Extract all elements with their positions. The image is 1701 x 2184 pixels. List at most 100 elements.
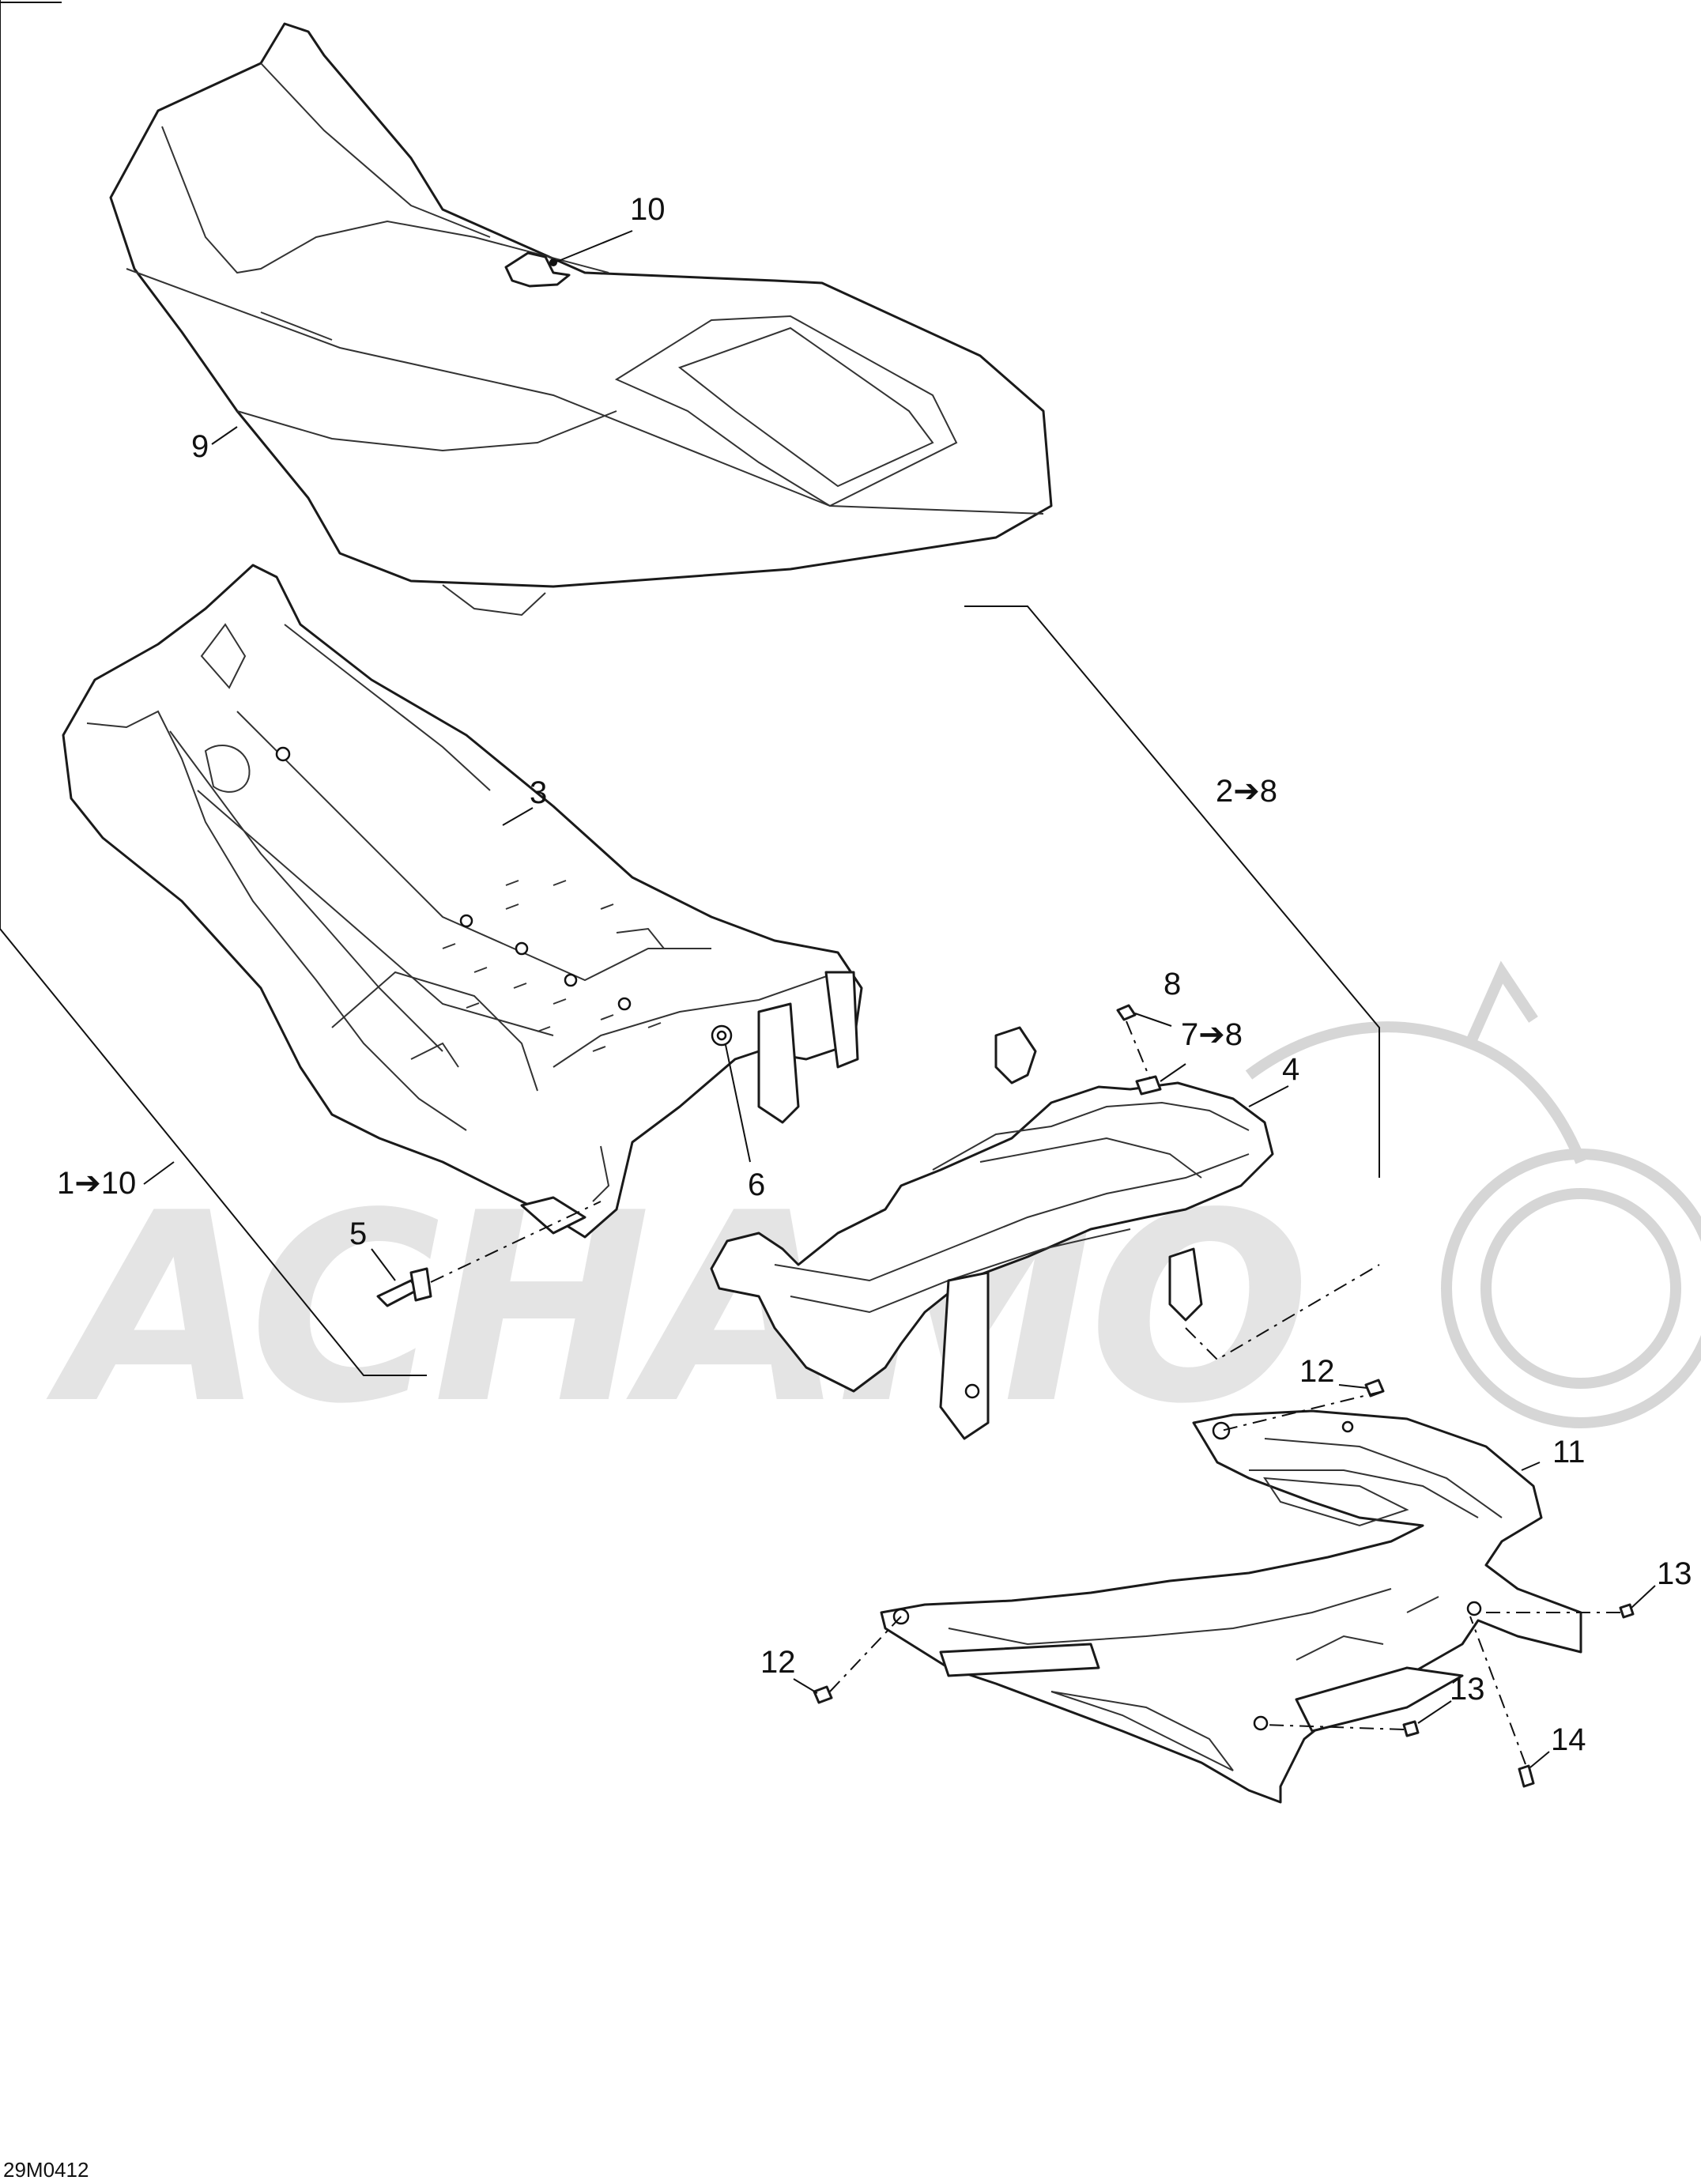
base-left-channel bbox=[169, 730, 443, 1052]
screw-14 bbox=[1469, 1616, 1535, 1788]
cover-lower-rib bbox=[948, 1588, 1392, 1646]
cover-ribs bbox=[1296, 1596, 1439, 1661]
nut-body bbox=[1116, 1004, 1137, 1021]
leader-13-right bbox=[1631, 1585, 1656, 1609]
watermark-wheel-inner bbox=[1480, 1188, 1681, 1389]
bracket-line-1 bbox=[0, 928, 427, 1376]
callout-3: 3 bbox=[530, 775, 547, 810]
handle-part-4 bbox=[710, 1026, 1380, 1440]
leader-7 bbox=[1160, 1063, 1186, 1082]
leader-4 bbox=[1248, 1085, 1289, 1107]
cover-boss-upper bbox=[1341, 1420, 1354, 1433]
callout-12-upper: 12 bbox=[1299, 1354, 1335, 1389]
base-floor-line bbox=[236, 711, 711, 982]
callout-7: 7➔8 bbox=[1181, 1017, 1243, 1052]
handle-top-edge bbox=[932, 1101, 1250, 1171]
cover-upper-vent bbox=[1263, 1477, 1409, 1527]
handle-front-boss bbox=[994, 1026, 1037, 1084]
callout-13-right: 13 bbox=[1657, 1556, 1692, 1591]
base-ribs bbox=[410, 927, 665, 1202]
callout-14: 14 bbox=[1551, 1722, 1586, 1757]
seat-front-cushion bbox=[161, 126, 609, 274]
bracket-line-2 bbox=[964, 605, 1380, 1178]
base-top-rail bbox=[284, 624, 491, 791]
nut-part-8 bbox=[1116, 1004, 1151, 1080]
rivet-part-5 bbox=[376, 1201, 602, 1307]
figure-id: 29M0412 bbox=[3, 2158, 89, 2182]
base-rear-well bbox=[331, 971, 538, 1092]
leader-13-lower bbox=[1417, 1700, 1452, 1724]
watermark-handlebar bbox=[1465, 960, 1538, 1046]
washer-inner bbox=[716, 1030, 727, 1041]
base-floor-line-2 bbox=[197, 790, 554, 1036]
seat-scuff-line bbox=[260, 311, 333, 341]
seat-outline bbox=[109, 22, 1053, 588]
callout-labels: 10 9 3 2➔8 8 7➔8 4 6 1➔10 5 12 11 13 12 … bbox=[57, 192, 1692, 1757]
leader-1 bbox=[143, 1161, 175, 1185]
callout-12-lower: 12 bbox=[760, 1645, 796, 1680]
callout-11: 11 bbox=[1552, 1435, 1586, 1469]
seat-part-9 bbox=[109, 22, 1053, 617]
callout-6: 6 bbox=[748, 1167, 765, 1202]
cover-top-edge bbox=[1264, 1438, 1503, 1518]
screw-12-lower bbox=[813, 1616, 902, 1704]
callout-9: 9 bbox=[191, 429, 209, 464]
base-rear-bracket-2 bbox=[824, 971, 859, 1069]
cover-vent-louver-left bbox=[1050, 1691, 1234, 1771]
cover-boss-bottom bbox=[1253, 1715, 1269, 1731]
rivet-centerline bbox=[430, 1201, 602, 1283]
seat-side-seam bbox=[236, 410, 617, 452]
seat-latch bbox=[442, 584, 546, 617]
base-left-rail bbox=[86, 710, 467, 1131]
base-rear-edge bbox=[553, 971, 839, 1068]
callout-8: 8 bbox=[1164, 967, 1181, 1001]
callout-10: 10 bbox=[630, 192, 666, 227]
handle-rear-bracket bbox=[1168, 1247, 1203, 1322]
leader-12-upper bbox=[1338, 1384, 1368, 1389]
washer-part-6 bbox=[711, 1024, 733, 1047]
screw-12-upper bbox=[1220, 1379, 1385, 1431]
cover-upper-rib bbox=[1249, 1469, 1479, 1518]
callout-2: 2➔8 bbox=[1216, 774, 1277, 809]
callout-4: 4 bbox=[1282, 1052, 1299, 1087]
leader-9 bbox=[211, 426, 238, 445]
seat-logo-badge bbox=[504, 251, 571, 288]
seat-rear-insert bbox=[677, 326, 934, 488]
leader-8 bbox=[1134, 1013, 1172, 1027]
cover-part-11 bbox=[880, 1409, 1582, 1804]
screw-13-lower bbox=[1264, 1720, 1420, 1737]
leader-3 bbox=[502, 807, 534, 826]
handle-outline bbox=[710, 1081, 1274, 1393]
leader-10 bbox=[554, 230, 633, 263]
screw-13-right bbox=[1478, 1603, 1635, 1619]
seat-rear-panel bbox=[614, 315, 958, 507]
leader-lines bbox=[143, 230, 1656, 1768]
base-top-nut bbox=[275, 746, 291, 762]
callout-5: 5 bbox=[349, 1216, 367, 1251]
handle-leg bbox=[939, 1271, 990, 1440]
handle-rail-inner bbox=[774, 1153, 1250, 1282]
nut-centerline bbox=[1126, 1020, 1151, 1080]
watermark-fender bbox=[1245, 1021, 1586, 1164]
seat-logo-dot bbox=[549, 258, 557, 266]
base-front-pocket bbox=[204, 744, 251, 793]
base-rear-tab bbox=[520, 1196, 586, 1235]
handle-frame-web bbox=[979, 1137, 1202, 1179]
base-outline bbox=[62, 564, 863, 1239]
callout-13-lower: 13 bbox=[1450, 1672, 1485, 1707]
leader-14 bbox=[1529, 1751, 1550, 1768]
cover-boss-top bbox=[1212, 1421, 1231, 1440]
cover-vent-slot-left bbox=[939, 1643, 1100, 1677]
seat-lower-seam bbox=[126, 268, 1044, 515]
handle-leg-hole bbox=[964, 1383, 980, 1399]
base-front-boss bbox=[200, 623, 247, 689]
leader-6 bbox=[725, 1044, 751, 1163]
leader-5 bbox=[371, 1248, 396, 1281]
leader-12-lower bbox=[793, 1678, 818, 1694]
seat-base-part-3 bbox=[62, 564, 863, 1239]
rivet-head bbox=[409, 1267, 432, 1302]
seat-ridge bbox=[260, 62, 491, 238]
leader-11 bbox=[1521, 1462, 1541, 1471]
